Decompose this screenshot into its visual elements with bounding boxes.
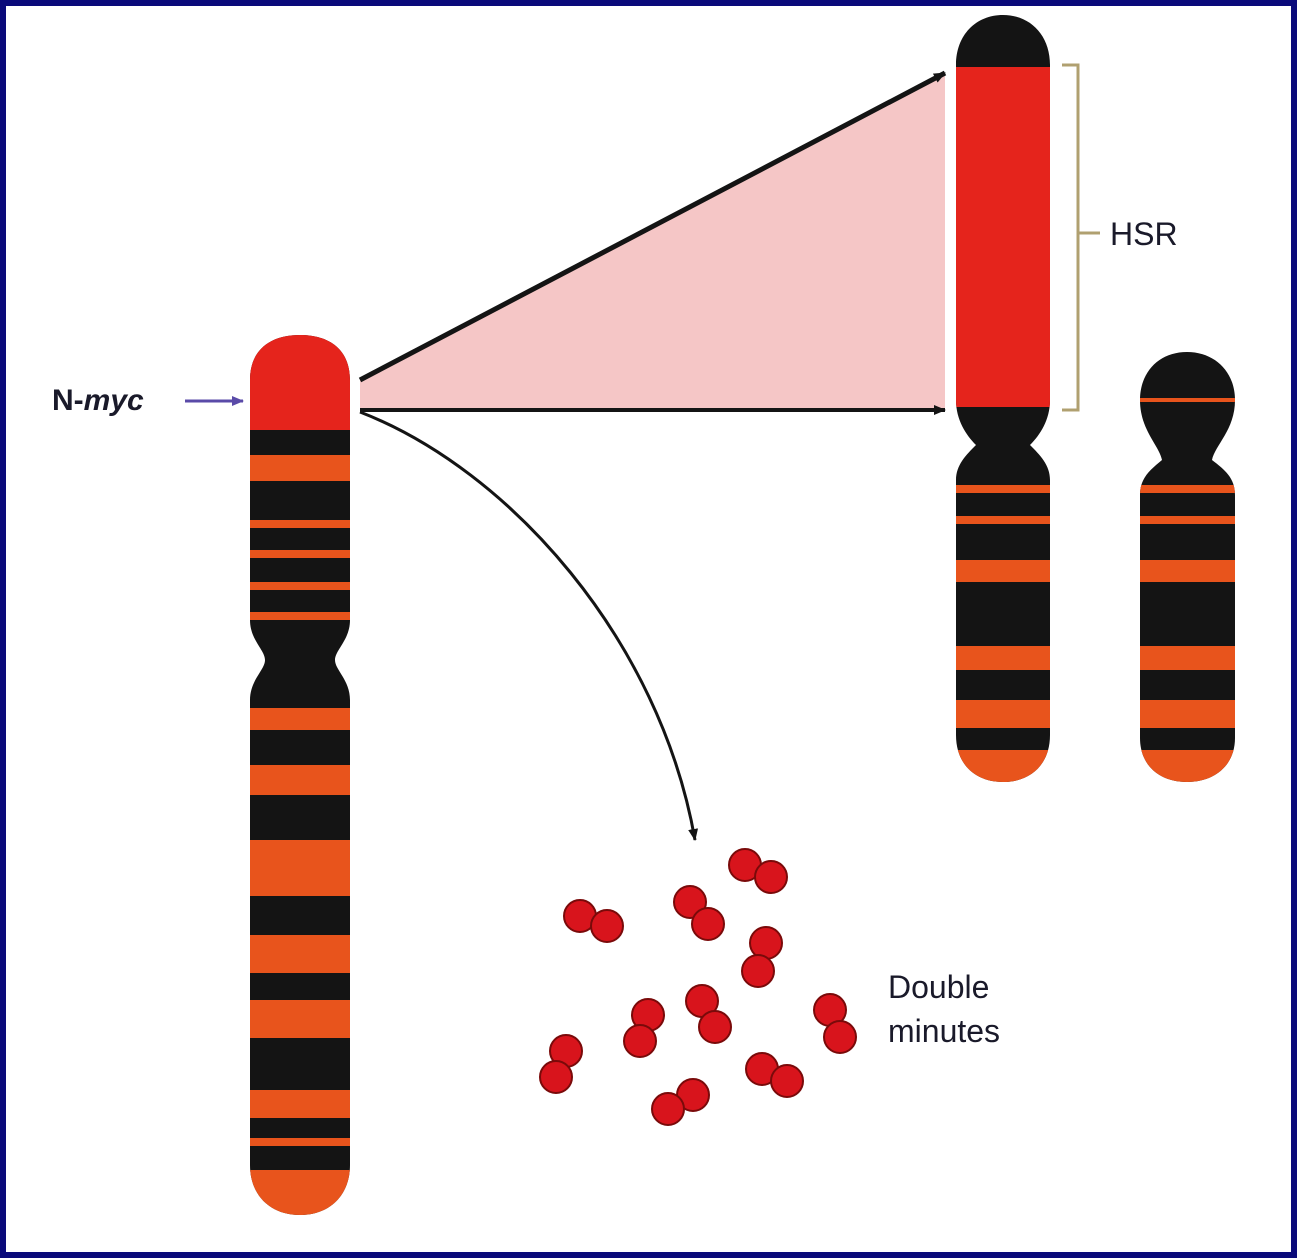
double-minute <box>624 999 664 1057</box>
double-minutes-label-line2: minutes <box>888 1013 1000 1049</box>
gene-amplification-diagram: N-myc HSR <box>6 6 1291 1252</box>
double-minute <box>814 994 856 1053</box>
double-minute <box>742 927 782 987</box>
normal-chromosome <box>1135 345 1240 790</box>
hsr-label: HSR <box>1110 216 1178 252</box>
double-minute <box>564 900 623 942</box>
hsr-bracket <box>1062 65 1078 410</box>
double-minute <box>729 849 787 893</box>
double-minutes-label-line1: Double <box>888 969 989 1005</box>
double-minute <box>746 1053 803 1097</box>
double-minute <box>652 1079 709 1125</box>
n-myc-label-group: N-myc <box>52 384 243 417</box>
hsr-amplified-region <box>950 67 1055 407</box>
amplification-wedge <box>360 73 945 410</box>
source-chromosome <box>245 330 355 1220</box>
double-minute <box>686 985 731 1043</box>
hsr-bracket-group: HSR <box>1062 65 1178 410</box>
double-minute <box>674 886 724 940</box>
wedge-fill <box>360 73 945 410</box>
curved-arrow-to-double-minutes <box>360 412 695 840</box>
n-myc-label: N-myc <box>52 384 144 417</box>
n-myc-locus <box>245 330 355 430</box>
diagram-frame: N-myc HSR <box>6 6 1291 1252</box>
double-minute <box>540 1035 582 1093</box>
hsr-chromosome <box>950 10 1055 790</box>
double-minutes <box>540 849 856 1125</box>
